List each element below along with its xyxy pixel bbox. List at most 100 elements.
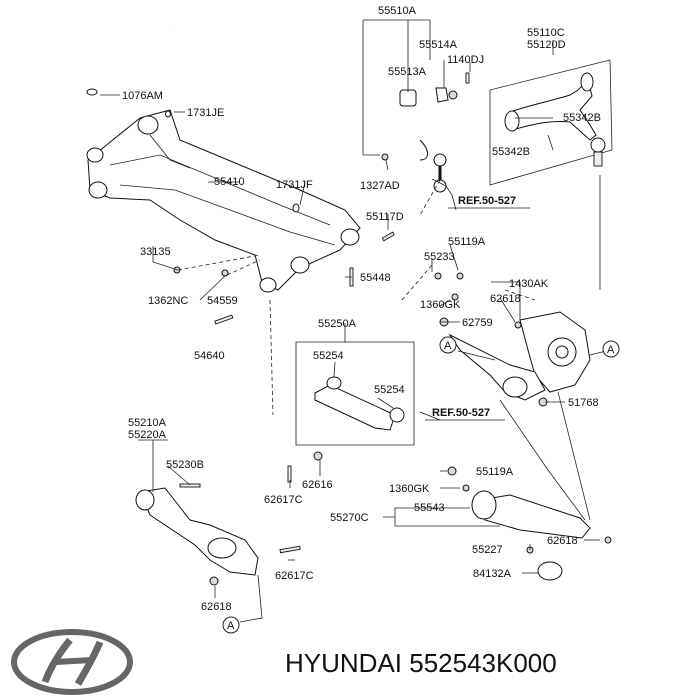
svg-text:A: A (607, 344, 615, 356)
ref-top: REF.50-527 (458, 195, 516, 207)
label-55510a: 55510A (378, 5, 417, 17)
label-55410: 55410 (214, 176, 245, 188)
subframe-bolt-55117d (381, 231, 395, 242)
nut-62618-mid (604, 536, 612, 544)
label-62618-mid: 62618 (547, 535, 578, 547)
label-1327ad: 1327AD (360, 180, 400, 192)
label-1076am: 1076AM (122, 90, 163, 102)
assist-arm-bushing-rear (389, 407, 405, 423)
brand-part-number: HYUNDAI 552543K000 (285, 648, 557, 678)
label-1731jf: 1731JF (276, 179, 313, 191)
subframe-bushing-lower (259, 277, 277, 293)
label-55270c: 55270C (330, 512, 369, 524)
link-nut (381, 153, 389, 161)
nut-62618-upper (514, 321, 522, 329)
subframe-mount-rear-left (137, 115, 159, 135)
bolt-55233 (434, 272, 442, 280)
bolt-54640 (214, 314, 234, 325)
toe-link-bushing (471, 490, 497, 520)
washer-62616 (313, 451, 323, 461)
label-62618-top: 62618 (490, 293, 521, 305)
subframe-mount-front-right (290, 256, 310, 274)
subframe-plug-1076am (86, 88, 98, 96)
upper-ball-joint (590, 137, 606, 153)
bolt-62617c-top (287, 465, 292, 483)
marker-a-2: A (602, 340, 620, 358)
label-55342b-top: 55342B (563, 112, 601, 124)
stabilizer-link (381, 153, 447, 193)
nut-55119a-bottom (447, 466, 457, 476)
label-62616: 62616 (302, 479, 333, 491)
nut-55119a-top (456, 272, 464, 280)
label-51768: 51768 (568, 397, 599, 409)
toe-link-assembly (287, 451, 612, 581)
leader-lines (100, 19, 611, 623)
label-55119a-top: 55119A (448, 236, 486, 248)
label-55120d: 55120D (527, 39, 566, 51)
assist-arm-group (295, 341, 415, 446)
label-55110c: 55110C (527, 27, 565, 39)
knuckle-assembly (514, 311, 591, 407)
label-55233: 55233 (424, 251, 455, 263)
svg-text:A: A (227, 620, 235, 632)
label-33135: 33135 (140, 246, 171, 258)
bracket-nut (448, 90, 458, 100)
label-1731je: 1731JE (187, 107, 224, 119)
bolt-55230b (179, 483, 201, 488)
label-55117d: 55117D (366, 211, 404, 223)
label-55342b-bottom: 55342B (492, 146, 530, 158)
label-55513a: 55513A (388, 66, 427, 78)
bracket-bolt (465, 72, 470, 84)
marker-a-1: A (439, 336, 457, 354)
label-55230b: 55230B (166, 459, 204, 471)
label-55210a: 55210A (128, 417, 167, 429)
subframe-bolt-1731je (165, 110, 171, 118)
subframe-bolt-1731jf (292, 203, 300, 213)
label-55119a-bottom: 55119A (476, 466, 514, 478)
label-1360gk-top: 1360GK (420, 299, 461, 311)
upper-arm-group (489, 59, 613, 186)
label-55514a: 55514A (419, 39, 458, 51)
label-55220a: 55220A (128, 429, 167, 441)
washer-1360gk-bottom (462, 484, 470, 492)
part-labels: 55510A 55514A 1140DJ 55513A 55110C 55120… (122, 5, 601, 613)
lower-arm-a (434, 272, 546, 401)
subframe-mount-rear-right (340, 228, 360, 246)
upper-arm-bushing-front (504, 110, 520, 132)
washer-1360gk-top (451, 293, 459, 301)
label-54559: 54559 (207, 295, 238, 307)
marker-a-3: A (222, 616, 240, 634)
bolt-62617c-bottom (279, 545, 301, 554)
subframe-mount-upper-left (86, 147, 104, 163)
label-84132a: 84132A (473, 568, 512, 580)
label-55250a: 55250A (318, 318, 357, 330)
label-55543: 55543 (414, 502, 445, 514)
lower-arm-assembly (135, 483, 301, 586)
label-62618-bottom: 62618 (201, 601, 232, 613)
label-1362nc: 1362NC (148, 295, 188, 307)
upper-control-arm (509, 79, 597, 141)
stabilizer-bushing (399, 89, 417, 107)
hyundai-logo (11, 629, 133, 695)
nut-62618-bottom (209, 576, 219, 586)
svg-text:A: A (444, 340, 452, 352)
subframe-mount-front-left (88, 181, 108, 199)
toe-control-link (479, 494, 591, 539)
assist-arm-bushing-front (326, 376, 342, 390)
crossmember-subframe (86, 88, 395, 325)
label-55254-b: 55254 (374, 384, 405, 396)
label-55227: 55227 (472, 544, 503, 556)
label-1360gk-bottom: 1360GK (389, 483, 430, 495)
lower-control-arm (139, 487, 259, 576)
label-62617c-bottom: 62617C (275, 570, 314, 582)
stabilizer-bracket (435, 87, 449, 103)
label-54640: 54640 (194, 350, 225, 362)
label-1140dj: 1140DJ (447, 54, 484, 66)
lower-arm-bushing (135, 489, 155, 511)
ball-joint-stud (593, 151, 603, 167)
cap-84132a (537, 561, 563, 581)
label-55448: 55448 (360, 272, 391, 284)
upper-arm-bushing-rear (580, 72, 594, 92)
label-62759: 62759 (462, 317, 493, 329)
